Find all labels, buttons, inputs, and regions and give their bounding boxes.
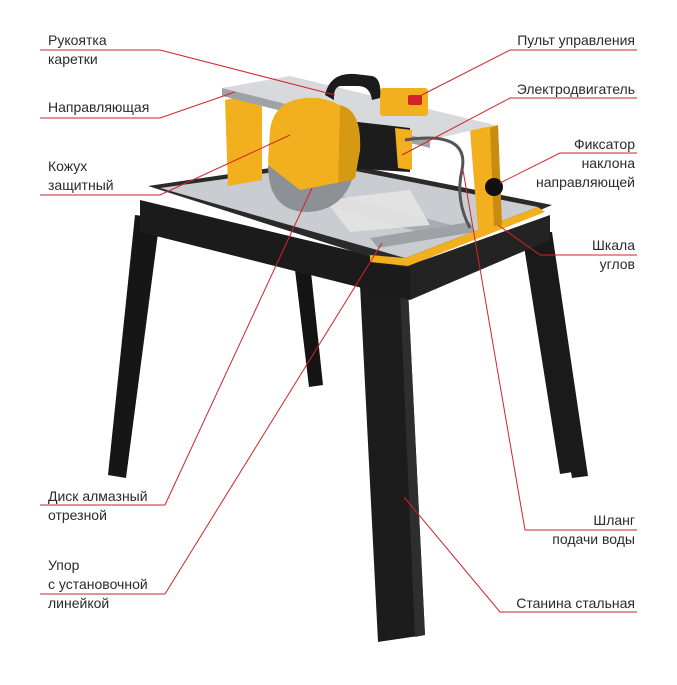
leader-stop [40,242,383,595]
leader-control-panel [411,49,637,101]
leader-angle-scale [497,224,637,256]
label-water-hose: Шланг подачи воды [552,511,635,549]
leader-motor [401,97,637,156]
label-guide: Направляющая [48,98,149,117]
label-guide-line1: Направляющая [48,99,150,115]
label-control-panel-line1: Пульт управления [517,32,635,48]
label-carriage-handle-line2: каретки [48,51,98,67]
label-angle-scale-line1: Шкала [591,237,635,253]
label-guard: Кожух защитный [48,157,114,195]
leader-water-hose [462,169,637,531]
protective-guard [268,97,361,196]
table-apron-front [140,200,410,300]
label-motor: Электродвигатель [517,80,635,99]
label-tilt-lock-line2: наклона [581,155,635,171]
tile-piece [325,190,430,232]
label-control-panel: Пульт управления [517,31,635,50]
back-right-leg [523,240,573,474]
label-carriage-handle: Рукоятка каретки [48,31,107,69]
stop-ruler [370,222,475,248]
guide-rail [222,76,495,140]
leader-tilt-lock [499,152,637,184]
label-tilt-lock-line3: направляющей [535,174,635,190]
leader-guide [40,91,236,119]
label-stop-line3: линейкой [48,595,110,611]
label-guard-line2: защитный [48,177,114,193]
label-angle-scale: Шкала углов [592,236,635,274]
protective-guard-shade [338,105,361,187]
leader-steel-frame [403,496,637,613]
label-water-hose-line2: подачи воды [552,531,635,547]
leader-guard [40,134,291,196]
diamond-disc [268,165,352,212]
label-steel-frame-line1: Станина стальная [516,595,635,611]
leader-carriage-handle [40,49,336,96]
rail-support-right-shade [490,125,502,226]
front-right-leg-shade [400,290,425,637]
front-left-leg [108,215,160,478]
right-leg [530,232,588,478]
label-guard-line1: Кожух [48,158,88,174]
label-tilt-lock-line1: Фиксатор [573,136,635,152]
label-diamond-disc-line1: Диск алмазный [48,488,148,504]
label-steel-frame: Станина стальная [516,594,635,613]
label-water-hose-line1: Шланг [593,512,635,528]
label-diamond-disc: Диск алмазный отрезной [48,487,148,525]
back-left-leg [293,253,323,387]
leader-diamond-disc [40,187,313,506]
tilt-lock-knob [485,178,503,196]
table-apron-right [410,215,550,300]
label-motor-line1: Электродвигатель [516,81,635,97]
label-stop: Упор с установочной линейкой [48,556,148,613]
label-tilt-lock: Фиксатор наклона направляющей [536,135,635,192]
carriage-handle [325,73,381,100]
control-panel-button [408,95,422,105]
leader-lines [40,49,637,613]
label-carriage-handle-line1: Рукоятка [48,32,107,48]
label-diamond-disc-line2: отрезной [48,507,107,523]
label-angle-scale-line2: углов [599,256,635,272]
rail-support-left [225,92,262,186]
label-stop-line2: с установочной [48,576,148,592]
label-stop-line1: Упор [48,557,80,573]
